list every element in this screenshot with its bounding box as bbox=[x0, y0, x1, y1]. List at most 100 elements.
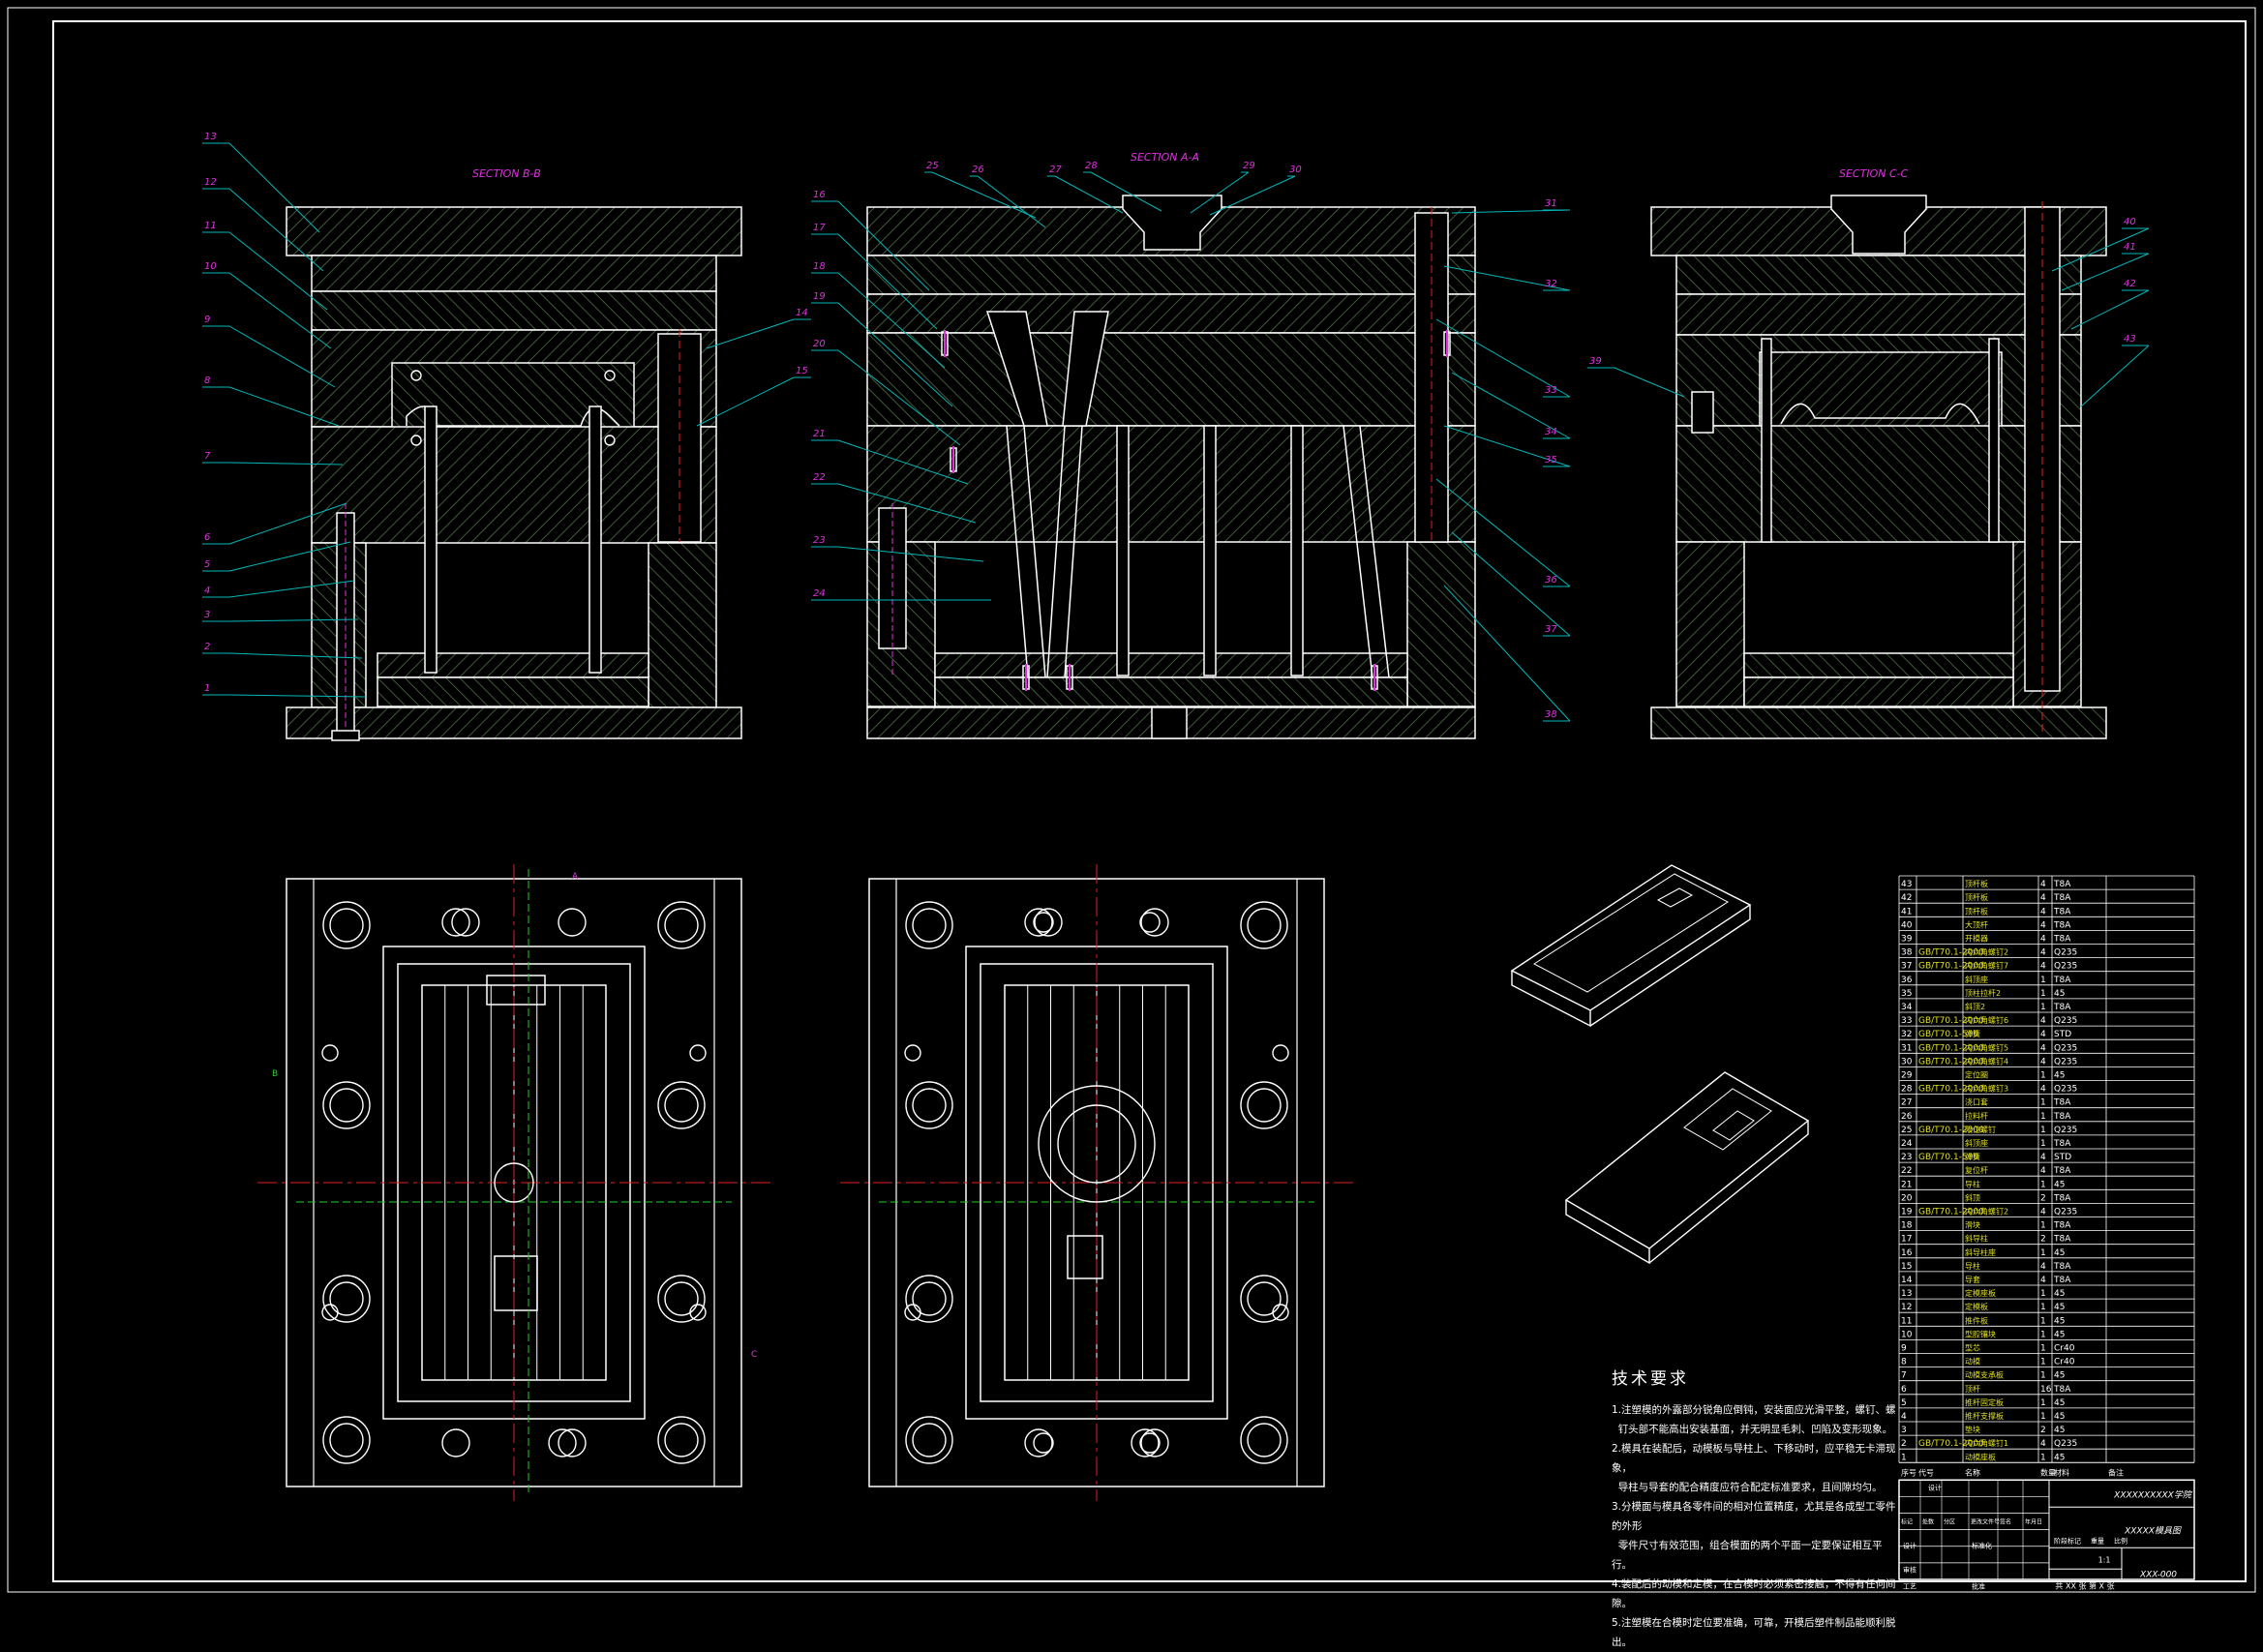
stripper-plate bbox=[1675, 293, 2082, 336]
balloon-24: 24 bbox=[813, 588, 826, 599]
ejector-retainer-plate bbox=[377, 652, 649, 678]
bom-cell: 4 bbox=[2040, 1043, 2046, 1053]
leader-line bbox=[228, 188, 324, 272]
bom-header: 序号 bbox=[1901, 1467, 1916, 1477]
balloon-31: 31 bbox=[1545, 198, 1557, 209]
ejector-pin bbox=[588, 405, 602, 674]
balloon-40: 40 bbox=[2124, 217, 2136, 227]
slider-top bbox=[486, 975, 546, 1006]
guide-bush bbox=[1240, 1275, 1288, 1323]
bom-cell: 5 bbox=[1901, 1398, 1907, 1408]
part-top-view bbox=[1510, 864, 1752, 1028]
bom-cell: 45 bbox=[2054, 1180, 2065, 1189]
leader-line bbox=[228, 325, 336, 388]
leader-line bbox=[228, 231, 328, 311]
bom-cell: 30 bbox=[1901, 1057, 1913, 1066]
bom-cell: Q235 bbox=[2054, 1057, 2077, 1066]
leader-line bbox=[837, 349, 961, 446]
bom-cell: GB/T70.1-2000 bbox=[1918, 1085, 1984, 1095]
leader-line bbox=[1190, 171, 1250, 214]
bom-cell: Q235 bbox=[2054, 1016, 2077, 1026]
guide-bush-inner bbox=[1247, 1281, 1282, 1316]
bom-cell: 推杆固定板 bbox=[1965, 1397, 2004, 1407]
section-c-c-view bbox=[1650, 195, 2107, 739]
spring-hole bbox=[1139, 1432, 1161, 1454]
bom-cell: 34 bbox=[1901, 1003, 1913, 1012]
tb-std: 标准化 bbox=[1972, 1541, 1992, 1549]
bom-cell: 2 bbox=[2040, 1193, 2046, 1203]
bom-cell: Q235 bbox=[2054, 948, 2077, 958]
bom-cell: 内六角螺钉7 bbox=[1965, 961, 2008, 971]
tb-label: 标记 bbox=[1901, 1517, 1913, 1525]
bom-cell: 1 bbox=[2040, 1453, 2046, 1462]
bom-cell: T8A bbox=[2053, 935, 2071, 945]
angled-lifter bbox=[1064, 425, 1083, 678]
return-pin-hole bbox=[1140, 908, 1169, 937]
bom-cell: 1 bbox=[2040, 1412, 2046, 1422]
slider-block bbox=[494, 1255, 538, 1311]
support-plate bbox=[311, 426, 717, 544]
return-pin-hole bbox=[558, 1428, 587, 1457]
bom-cell: 1 bbox=[2040, 1126, 2046, 1135]
bom-cell: T8A bbox=[2053, 1262, 2071, 1272]
guide-bush-inner bbox=[1247, 908, 1282, 943]
tb-school: XXXXXXXXXX学院 bbox=[2113, 1489, 2193, 1500]
leader-line bbox=[837, 233, 938, 330]
bom-cell: Q235 bbox=[2054, 1043, 2077, 1053]
bom-cell: 45 bbox=[2054, 1412, 2065, 1422]
bom-cell: 大顶杆 bbox=[1965, 919, 1988, 929]
support-plate bbox=[1675, 425, 2082, 543]
bom-cell: 内六角螺钉4 bbox=[1965, 1056, 2008, 1066]
bom-cell: GB/T70.1-2000 bbox=[1918, 1057, 1984, 1066]
return-pin-hole bbox=[548, 1428, 577, 1457]
leader-line bbox=[228, 541, 351, 572]
balloon-28: 28 bbox=[1085, 161, 1098, 171]
leader-line bbox=[228, 272, 332, 349]
screw-hole bbox=[410, 435, 422, 446]
balloon-34: 34 bbox=[1545, 427, 1557, 437]
bom-cell: 滑块 bbox=[1965, 1220, 1980, 1230]
bom-cell: T8A bbox=[2053, 1139, 2071, 1149]
bom-header: 代号 bbox=[1918, 1467, 1934, 1477]
leader-line bbox=[931, 171, 1037, 219]
ejector-pin bbox=[1761, 338, 1772, 543]
bom-cell: 垫块 bbox=[1965, 1425, 1980, 1434]
moving-clamp-plate bbox=[1650, 706, 2107, 739]
spacer-block-left bbox=[1675, 541, 1745, 707]
bom-cell: 顶杆 bbox=[1965, 1384, 1980, 1394]
sprue-bushing bbox=[1830, 195, 1927, 255]
part-bottom-view bbox=[1564, 1071, 1810, 1265]
stripper-plate bbox=[866, 293, 1476, 334]
bom-cell: T8A bbox=[2053, 880, 2071, 889]
angled-lifter bbox=[1023, 425, 1046, 678]
bom-cell: 1 bbox=[2040, 1344, 2046, 1354]
leader-line bbox=[2070, 289, 2150, 330]
ejector-pin bbox=[1116, 425, 1130, 676]
bom-cell: 1 bbox=[2040, 976, 2046, 985]
bom-cell: T8A bbox=[2053, 1276, 2071, 1285]
bom-cell: 4 bbox=[2040, 1016, 2046, 1026]
screw-hole bbox=[1272, 1304, 1289, 1321]
leader-line bbox=[1443, 585, 1571, 722]
fixed-plate bbox=[866, 255, 1476, 295]
bom-cell: 4 bbox=[2040, 1030, 2046, 1039]
bom-cell: 推杆支撑板 bbox=[1965, 1411, 2004, 1421]
guide-bush bbox=[905, 901, 953, 949]
bom-cell: 斜顶 bbox=[1965, 1192, 1980, 1202]
balloon-10: 10 bbox=[204, 261, 217, 272]
bom-cell: T8A bbox=[2053, 907, 2071, 916]
return-pin-hole bbox=[1131, 1428, 1160, 1457]
bom-cell: Cr40 bbox=[2054, 1358, 2075, 1367]
bom-cell: 28 bbox=[1901, 1085, 1913, 1095]
bom-cell: Cr40 bbox=[2054, 1344, 2075, 1354]
bom-cell: 动模座板 bbox=[1965, 1452, 1996, 1461]
bom-cell: T8A bbox=[2053, 1385, 2071, 1395]
guide-bush-inner bbox=[664, 1088, 699, 1123]
bom-cell: 1 bbox=[2040, 1303, 2046, 1312]
angled-lifter bbox=[1046, 425, 1066, 678]
balloon-20: 20 bbox=[813, 339, 826, 349]
bom-cell: STD bbox=[2054, 1030, 2071, 1039]
guide-bush bbox=[322, 1081, 371, 1129]
inner-frame bbox=[52, 20, 2247, 1582]
balloon-8: 8 bbox=[204, 375, 210, 386]
